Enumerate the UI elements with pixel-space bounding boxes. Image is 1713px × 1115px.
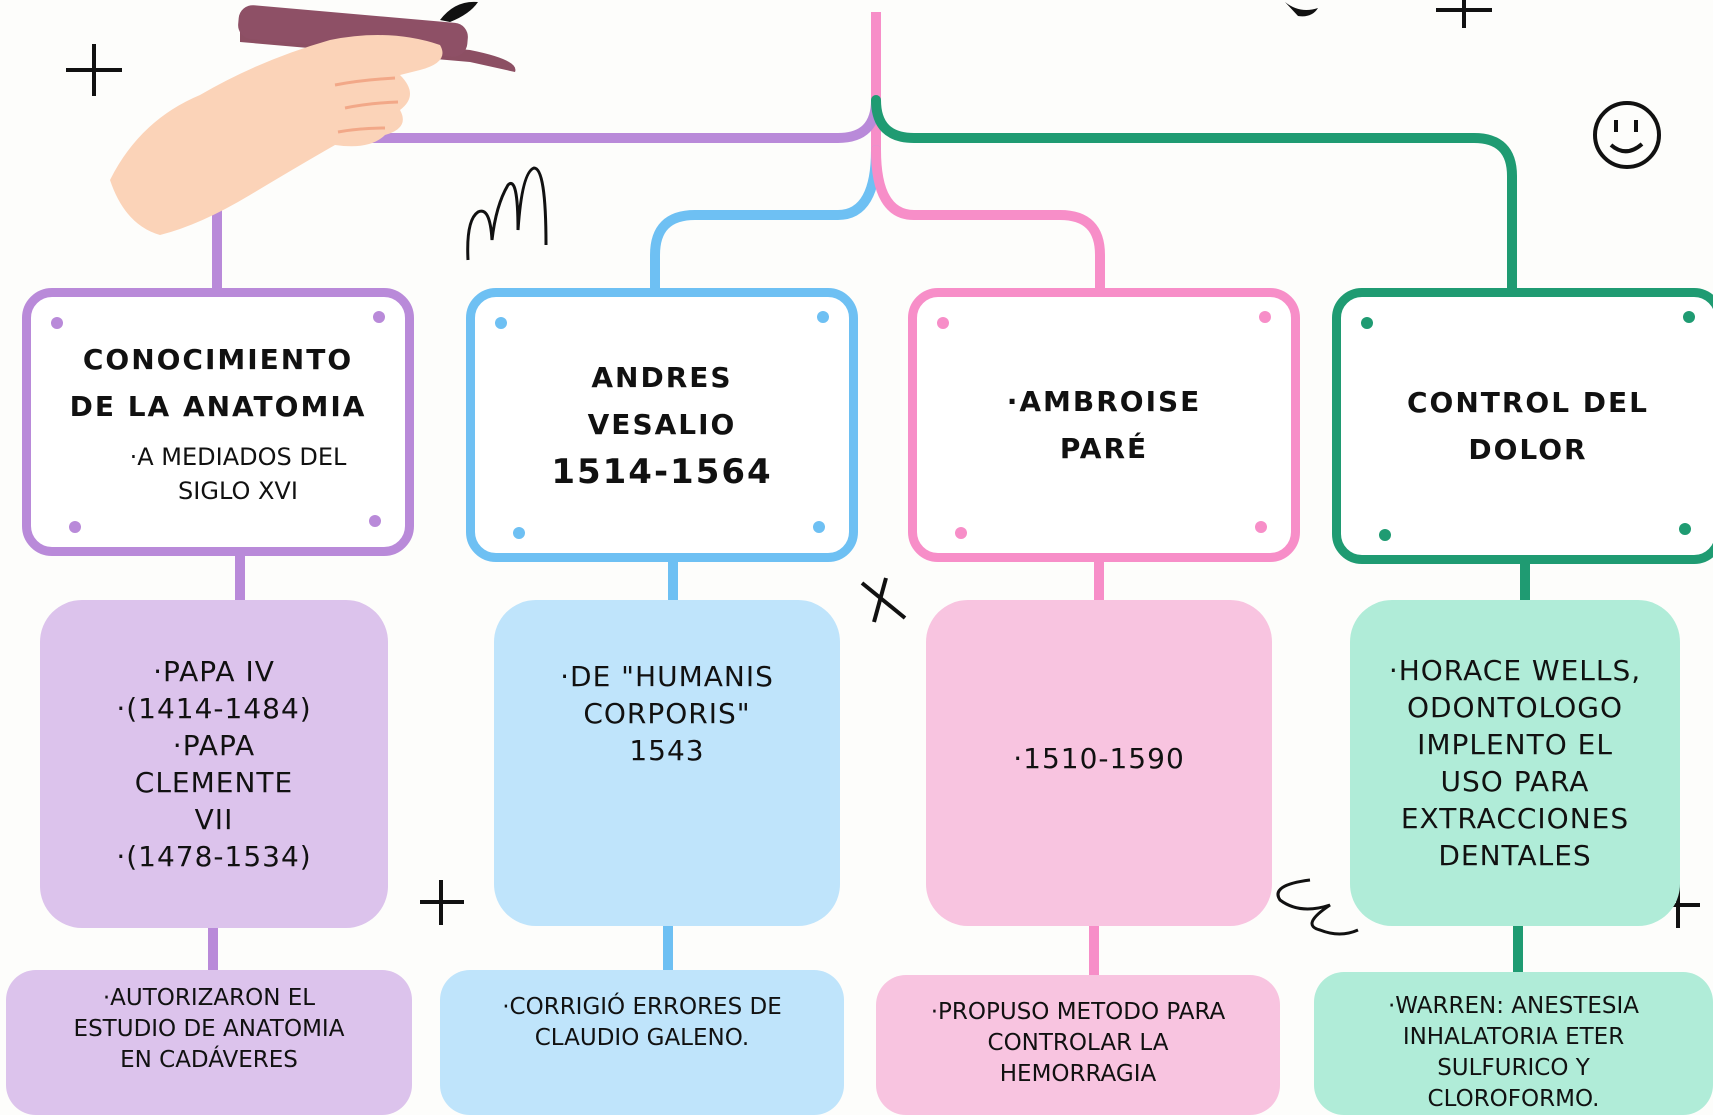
head-card-vesalio: ANDRES VESALIO 1514-1564	[466, 288, 858, 562]
connector-dolor	[871, 95, 1517, 295]
subtitle-anatomia: ·A MEDIADOS DEL SIGLO XVI	[129, 443, 347, 505]
detail-pare: ·1510-1590	[1013, 741, 1185, 775]
note-card-anatomia: ·AUTORIZARON EL ESTUDIO DE ANATOMIA EN C…	[6, 970, 412, 1115]
smiley-icon	[1593, 101, 1661, 169]
note-pare: ·PROPUSO METODO PARA CONTROLAR LA HEMORR…	[930, 998, 1226, 1087]
title-anatomia: CONOCIMIENTO DE LA ANATOMIA	[69, 343, 367, 423]
head-card-anatomia: CONOCIMIENTO DE LA ANATOMIA ·A MEDIADOS …	[22, 288, 414, 556]
connector-vesalio	[650, 145, 881, 300]
hand-illustration	[110, 5, 516, 235]
title-dates-vesalio: 1514-1564	[551, 452, 773, 492]
title-vesalio: ANDRES VESALIO	[587, 361, 737, 441]
detail-card-vesalio: ·DE "HUMANIS CORPORIS" 1543	[494, 600, 840, 926]
note-card-dolor: ·WARREN: ANESTESIA INHALATORIA ETER SULF…	[1314, 972, 1713, 1115]
head-card-dolor: CONTROL DEL DOLOR	[1332, 288, 1713, 564]
detail-card-dolor: ·HORACE WELLS, ODONTOLOGO IMPLENTO EL US…	[1350, 600, 1680, 926]
detail-dolor: ·HORACE WELLS, ODONTOLOGO IMPLENTO EL US…	[1388, 654, 1642, 872]
note-vesalio: ·CORRIGIÓ ERRORES DE CLAUDIO GALENO.	[502, 993, 782, 1051]
detail-card-pare: ·1510-1590	[926, 600, 1272, 926]
title-dolor: CONTROL DEL DOLOR	[1406, 386, 1650, 466]
squiggle	[1276, 878, 1359, 936]
link-pare	[1089, 555, 1104, 980]
detail-card-anatomia: ·PAPA IV ·(1414-1484) ·PAPA CLEMENTE VII…	[40, 600, 388, 928]
ink-blob-left	[440, 1, 478, 22]
note-card-pare: ·PROPUSO METODO PARA CONTROLAR LA HEMORR…	[876, 975, 1280, 1115]
title-pare: ·AMBROISE PARÉ	[1006, 385, 1202, 465]
scribble-m	[466, 166, 548, 261]
ink-blob-right	[1285, 2, 1318, 17]
x-mark	[860, 577, 907, 623]
note-card-vesalio: ·CORRIGIÓ ERRORES DE CLAUDIO GALENO.	[440, 970, 844, 1115]
connector-pare	[871, 145, 1105, 300]
detail-anatomia: ·PAPA IV ·(1414-1484) ·PAPA CLEMENTE VII…	[116, 655, 312, 873]
detail-vesalio: ·DE "HUMANIS CORPORIS" 1543	[560, 659, 774, 767]
head-card-pare: ·AMBROISE PARÉ	[908, 288, 1300, 562]
note-anatomia: ·AUTORIZARON EL ESTUDIO DE ANATOMIA EN C…	[73, 985, 345, 1073]
note-dolor: ·WARREN: ANESTESIA INHALATORIA ETER SULF…	[1387, 992, 1640, 1112]
